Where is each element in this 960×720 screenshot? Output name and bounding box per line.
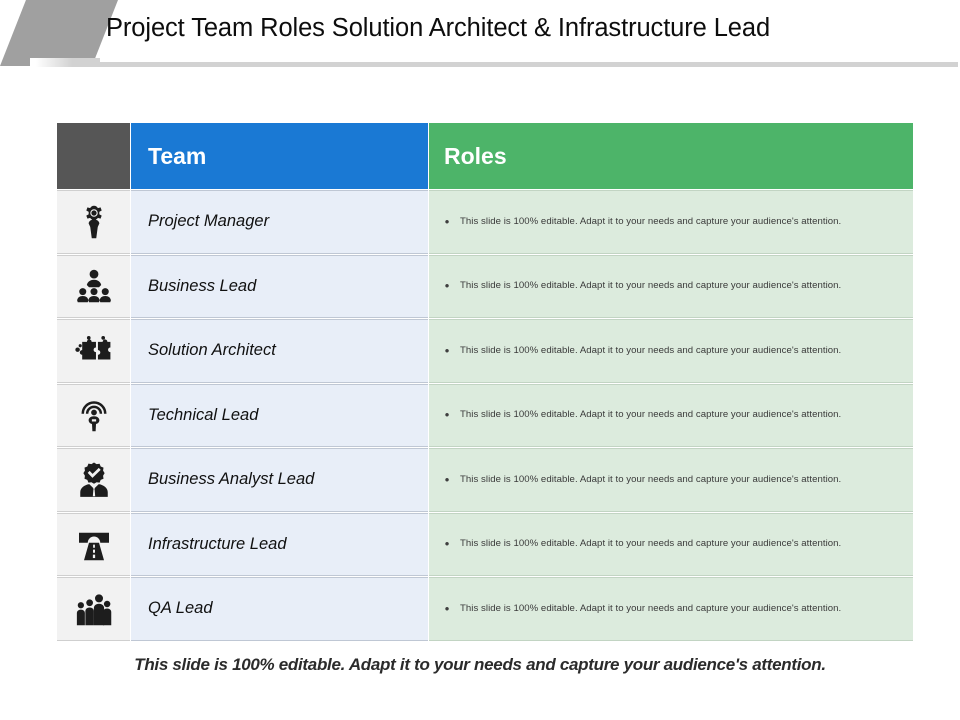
team-role-title: Technical Lead: [131, 383, 428, 447]
role-description: This slide is 100% editable. Adapt it to…: [460, 280, 842, 292]
role-description: This slide is 100% editable. Adapt it to…: [460, 409, 842, 421]
row-icon-cell: [57, 254, 130, 318]
project-manager-gear-person-icon: [57, 202, 130, 242]
bullet-icon: •: [444, 342, 450, 358]
table-header-row: Team Roles: [57, 123, 913, 189]
bullet-icon: •: [444, 213, 450, 229]
role-description: This slide is 100% editable. Adapt it to…: [460, 602, 842, 614]
team-role-title: Infrastructure Lead: [131, 512, 428, 576]
row-icon-cell: [57, 190, 130, 254]
table-header-icon-blank: [57, 123, 130, 189]
slide-header: Project Team Roles Solution Architect & …: [0, 0, 960, 70]
technical-lead-signal-person-icon: [57, 395, 130, 435]
roles-description-cell: • This slide is 100% editable. Adapt it …: [429, 254, 913, 318]
page-title: Project Team Roles Solution Architect & …: [106, 14, 771, 42]
team-role-title: QA Lead: [131, 577, 428, 641]
team-role-title: Project Manager: [131, 190, 428, 254]
header-underline-bar: [30, 62, 958, 67]
table-body: Project Manager • This slide is 100% edi…: [57, 190, 913, 641]
roles-description-cell: • This slide is 100% editable. Adapt it …: [429, 190, 913, 254]
role-description: This slide is 100% editable. Adapt it to…: [460, 473, 842, 485]
roles-description-cell: • This slide is 100% editable. Adapt it …: [429, 577, 913, 641]
header-accent-parallelogram: [0, 0, 118, 66]
table-row[interactable]: Business Analyst Lead • This slide is 10…: [57, 448, 913, 512]
table-header: Team Roles: [57, 123, 913, 189]
row-icon-cell: [57, 383, 130, 447]
business-lead-team-hierarchy-icon: [57, 266, 130, 306]
bullet-icon: •: [444, 278, 450, 294]
bullet-icon: •: [444, 600, 450, 616]
bullet-icon: •: [444, 407, 450, 423]
table-header-team: Team: [131, 123, 428, 189]
team-role-title: Business Analyst Lead: [131, 448, 428, 512]
header-underline-taper: [30, 58, 100, 67]
row-icon-cell: [57, 512, 130, 576]
roles-description-cell: • This slide is 100% editable. Adapt it …: [429, 512, 913, 576]
role-description: This slide is 100% editable. Adapt it to…: [460, 215, 842, 227]
table-row[interactable]: QA Lead • This slide is 100% editable. A…: [57, 577, 913, 641]
solution-architect-puzzle-pieces-icon: [57, 330, 130, 372]
role-description: This slide is 100% editable. Adapt it to…: [460, 538, 842, 550]
table-row[interactable]: Solution Architect • This slide is 100% …: [57, 319, 913, 383]
roles-description-cell: • This slide is 100% editable. Adapt it …: [429, 383, 913, 447]
row-icon-cell: [57, 448, 130, 512]
bullet-icon: •: [444, 536, 450, 552]
business-analyst-lead-businessman-gear-icon: [57, 460, 130, 500]
role-description: This slide is 100% editable. Adapt it to…: [460, 344, 842, 356]
table-header-roles: Roles: [429, 123, 913, 189]
footer-note: This slide is 100% editable. Adapt it to…: [134, 655, 826, 674]
table-row[interactable]: Business Lead • This slide is 100% edita…: [57, 254, 913, 318]
roles-description-cell: • This slide is 100% editable. Adapt it …: [429, 319, 913, 383]
roles-description-cell: • This slide is 100% editable. Adapt it …: [429, 448, 913, 512]
table-row[interactable]: Technical Lead • This slide is 100% edit…: [57, 383, 913, 447]
team-role-title: Business Lead: [131, 254, 428, 318]
bullet-icon: •: [444, 471, 450, 487]
infrastructure-lead-road-tunnel-icon: [57, 524, 130, 564]
table-row[interactable]: Infrastructure Lead • This slide is 100%…: [57, 512, 913, 576]
project-team-roles-table: Team Roles Project Manager: [56, 122, 914, 642]
row-icon-cell: [57, 577, 130, 641]
team-role-title: Solution Architect: [131, 319, 428, 383]
row-icon-cell: [57, 319, 130, 383]
table-row[interactable]: Project Manager • This slide is 100% edi…: [57, 190, 913, 254]
qa-lead-people-group-icon: [57, 589, 130, 629]
